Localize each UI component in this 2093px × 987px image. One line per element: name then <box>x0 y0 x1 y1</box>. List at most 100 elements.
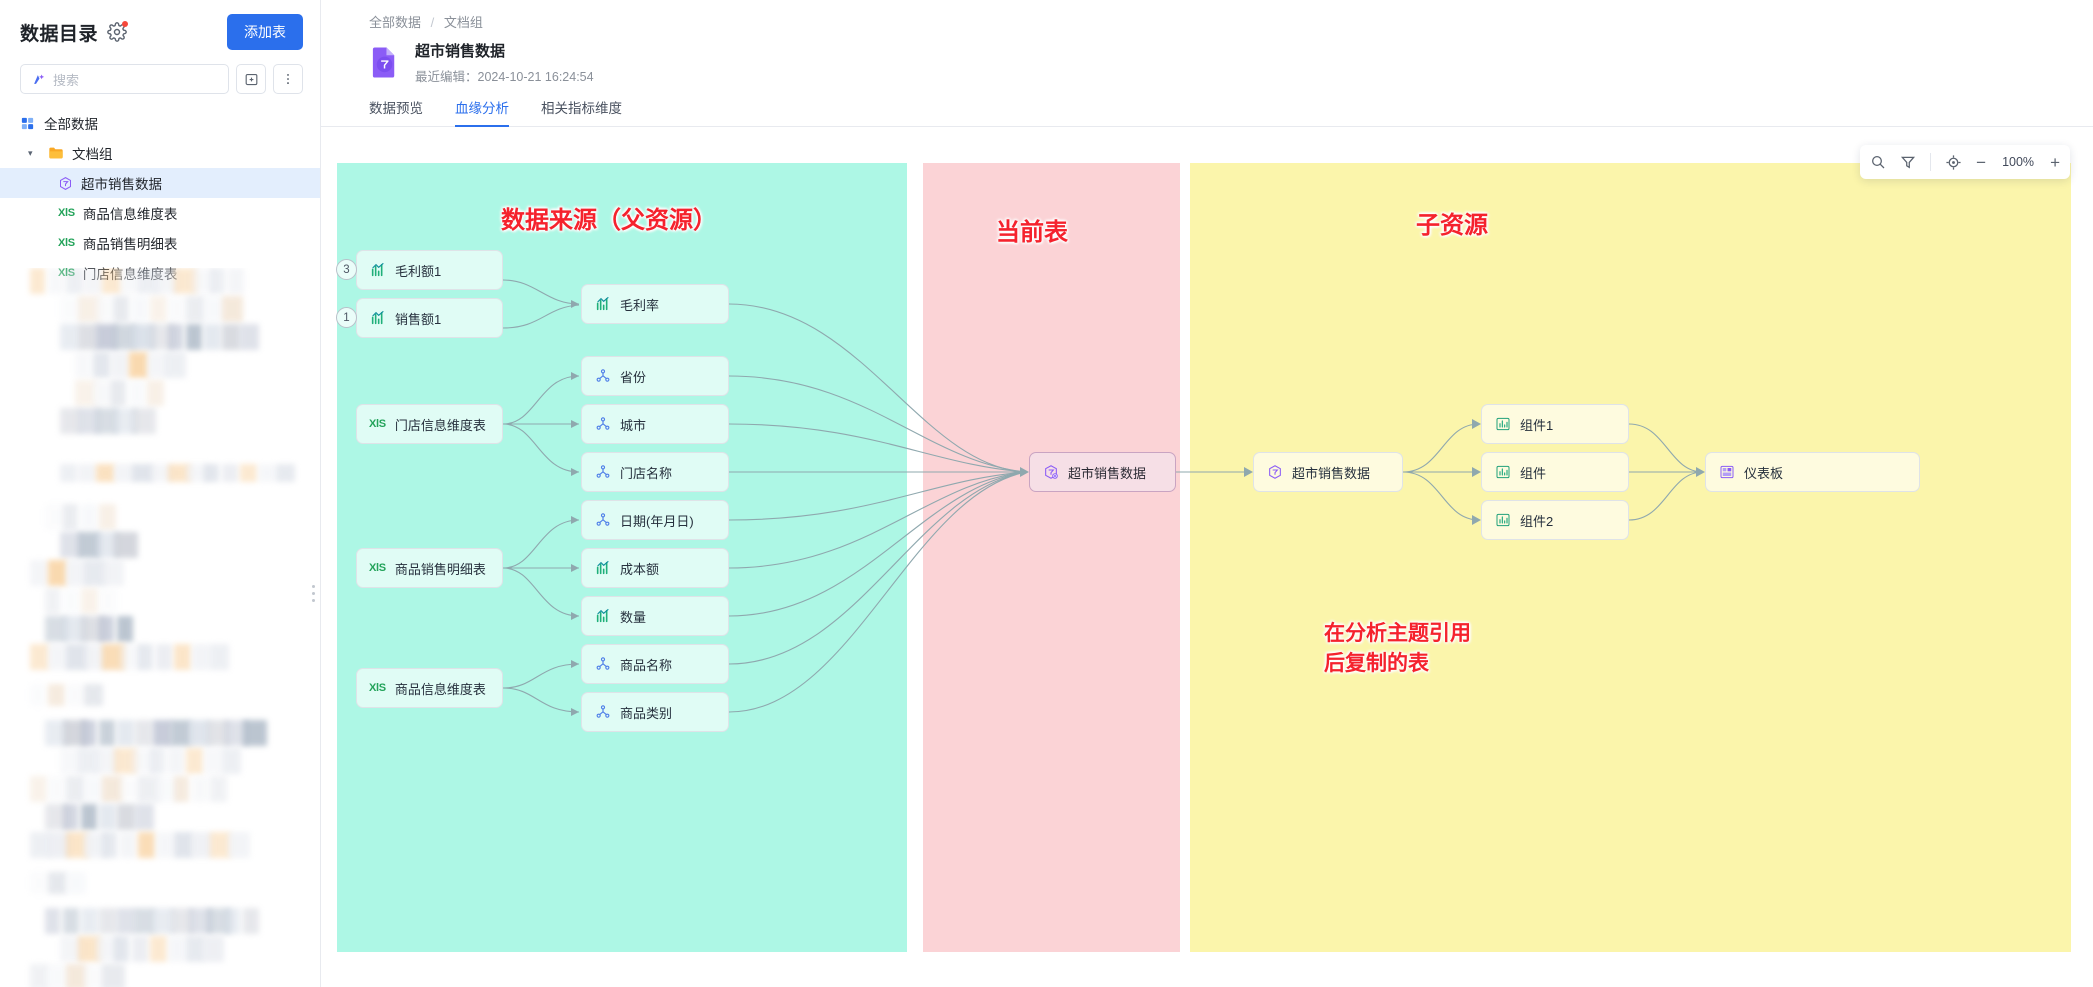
current-dataset-icon <box>1042 464 1059 481</box>
node-component[interactable]: 组件 <box>1481 452 1629 492</box>
dimension-icon <box>594 416 611 433</box>
node-component-2[interactable]: 组件2 <box>1481 500 1629 540</box>
node-label: 城市 <box>620 417 647 433</box>
node-label: 毛利率 <box>620 297 660 313</box>
node-label: 商品类别 <box>620 705 673 721</box>
zoom-level: 100% <box>2002 155 2035 169</box>
node-field-gross-margin[interactable]: 毛利率 <box>581 284 729 324</box>
node-label: 组件2 <box>1520 513 1554 529</box>
add-table-button[interactable]: 添加表 <box>227 14 303 50</box>
tree-item-label: 超市销售数据 <box>81 177 162 192</box>
node-child-dataset[interactable]: 超市销售数据 <box>1253 452 1403 492</box>
gear-icon[interactable] <box>107 21 129 42</box>
node-sales-amount-1[interactable]: 销售额1 <box>356 298 503 338</box>
xls-icon: XlS <box>58 207 75 219</box>
node-sales-detail-table[interactable]: XlS 商品销售明细表 <box>356 548 503 588</box>
lane-current-title: 当前表 <box>996 219 1068 246</box>
tree-item-label: 全部数据 <box>44 117 98 132</box>
node-field-city[interactable]: 城市 <box>581 404 729 444</box>
dataset-icon <box>1266 464 1283 481</box>
notification-dot <box>122 21 129 27</box>
tab-related-metrics[interactable]: 相关指标维度 <box>541 101 622 116</box>
xls-icon: XlS <box>369 562 386 574</box>
annotation-line-2: 后复制的表 <box>1324 651 1429 675</box>
new-folder-icon[interactable] <box>236 64 266 94</box>
node-label: 日期(年月日) <box>620 513 694 529</box>
node-label: 仪表板 <box>1744 465 1784 481</box>
lane-child-title: 子资源 <box>1416 212 1488 239</box>
node-field-product-name[interactable]: 商品名称 <box>581 644 729 684</box>
last-edited-text: 最近编辑：2024-10-21 16:24:54 <box>415 70 594 84</box>
node-field-cost-amount[interactable]: 成本额 <box>581 548 729 588</box>
measure-icon <box>594 560 611 577</box>
lineage-canvas[interactable]: − 100% + 数据来源（父资源） 当前表 子资源 在分析主题引用 后复制的表 <box>321 127 2093 987</box>
tree-item-label: 商品信息维度表 <box>82 207 178 222</box>
search-input[interactable]: 搜索 <box>20 64 229 94</box>
tab-bar: 数据预览 血缘分析 相关指标维度 <box>321 85 2093 127</box>
search-icon[interactable] <box>1870 154 1886 170</box>
lane-current-table <box>923 163 1180 952</box>
document-header: 超市销售数据 最近编辑：2024-10-21 16:24:54 <box>321 31 2093 85</box>
node-label: 组件 <box>1520 465 1547 481</box>
ai-search-icon <box>34 74 45 84</box>
node-label: 超市销售数据 <box>1292 465 1371 481</box>
search-placeholder: 搜索 <box>53 72 80 88</box>
node-label: 数量 <box>620 609 647 625</box>
lane-child-resource <box>1190 163 2071 952</box>
tree-item-store-info-table[interactable]: XlS 门店信息维度表 <box>0 258 320 288</box>
node-dashboard[interactable]: 仪表板 <box>1705 452 1920 492</box>
tree-item-supermarket-sales[interactable]: 超市销售数据 <box>0 168 320 198</box>
node-store-info-table[interactable]: XlS 门店信息维度表 <box>356 404 503 444</box>
tab-lineage-analysis[interactable]: 血缘分析 <box>455 97 509 127</box>
breadcrumb-root[interactable]: 全部数据 <box>369 15 422 30</box>
sidebar: 数据目录 添加表 搜索 <box>0 0 321 987</box>
focus-target-icon[interactable] <box>1945 154 1962 171</box>
tree-item-product-info-table[interactable]: XlS 商品信息维度表 <box>0 198 320 228</box>
sidebar-title: 数据目录 <box>20 23 99 45</box>
chart-component-icon <box>1494 416 1511 433</box>
node-field-quantity[interactable]: 数量 <box>581 596 729 636</box>
tree-item-label: 门店信息维度表 <box>82 267 178 282</box>
node-label: 商品信息维度表 <box>394 681 486 697</box>
chevron-down-icon[interactable]: ▾ <box>28 147 33 158</box>
filter-icon[interactable] <box>1900 154 1916 170</box>
chart-component-icon <box>1494 512 1511 529</box>
node-field-date[interactable]: 日期(年月日) <box>581 500 729 540</box>
more-vertical-icon[interactable] <box>273 64 303 94</box>
zoom-in-button[interactable]: + <box>2050 152 2060 172</box>
annotation-line-1: 在分析主题引用 <box>1324 622 1471 645</box>
sidebar-header: 数据目录 添加表 <box>0 0 320 60</box>
tree-item-label: 商品销售明细表 <box>82 237 178 252</box>
node-field-province[interactable]: 省份 <box>581 356 729 396</box>
dimension-icon <box>594 464 611 481</box>
chart-component-icon <box>1494 464 1511 481</box>
node-field-store-name[interactable]: 门店名称 <box>581 452 729 492</box>
xls-icon: XlS <box>369 682 386 694</box>
page-title: 超市销售数据 <box>415 43 506 60</box>
node-component-1[interactable]: 组件1 <box>1481 404 1629 444</box>
data-tree: 全部数据 ▾ 文档组 超市销售数据 XlS 商品信息维度表 <box>0 104 320 288</box>
tree-item-document-group[interactable]: ▾ 文档组 <box>0 138 320 168</box>
measure-icon <box>594 608 611 625</box>
breadcrumb-separator: / <box>430 15 435 30</box>
zoom-out-button[interactable]: − <box>1976 152 1987 172</box>
node-field-product-category[interactable]: 商品类别 <box>581 692 729 732</box>
breadcrumb-current[interactable]: 文档组 <box>443 15 483 30</box>
node-label: 毛利额1 <box>395 263 442 279</box>
xls-icon: XlS <box>58 267 75 279</box>
tab-data-preview[interactable]: 数据预览 <box>369 101 423 116</box>
tree-item-sales-detail-table[interactable]: XlS 商品销售明细表 <box>0 228 320 258</box>
node-label: 超市销售数据 <box>1068 465 1147 481</box>
dimension-icon <box>594 512 611 529</box>
tree-item-all-data[interactable]: 全部数据 <box>0 108 320 138</box>
dataset-file-icon <box>372 47 395 78</box>
lane-parent-title: 数据来源（父资源） <box>501 207 717 234</box>
tree-item-label: 文档组 <box>72 147 113 162</box>
sidebar-resize-handle[interactable] <box>312 585 315 603</box>
dimension-icon <box>594 656 611 673</box>
node-badge: 1 <box>336 307 357 328</box>
node-gross-profit-1[interactable]: 毛利额1 <box>356 250 503 290</box>
node-product-info-table[interactable]: XlS 商品信息维度表 <box>356 668 503 708</box>
main-panel: 全部数据 / 文档组 超市销售数据 最近编辑：2024-10-21 16:24:… <box>321 0 2093 987</box>
node-current-table[interactable]: 超市销售数据 <box>1029 452 1176 492</box>
